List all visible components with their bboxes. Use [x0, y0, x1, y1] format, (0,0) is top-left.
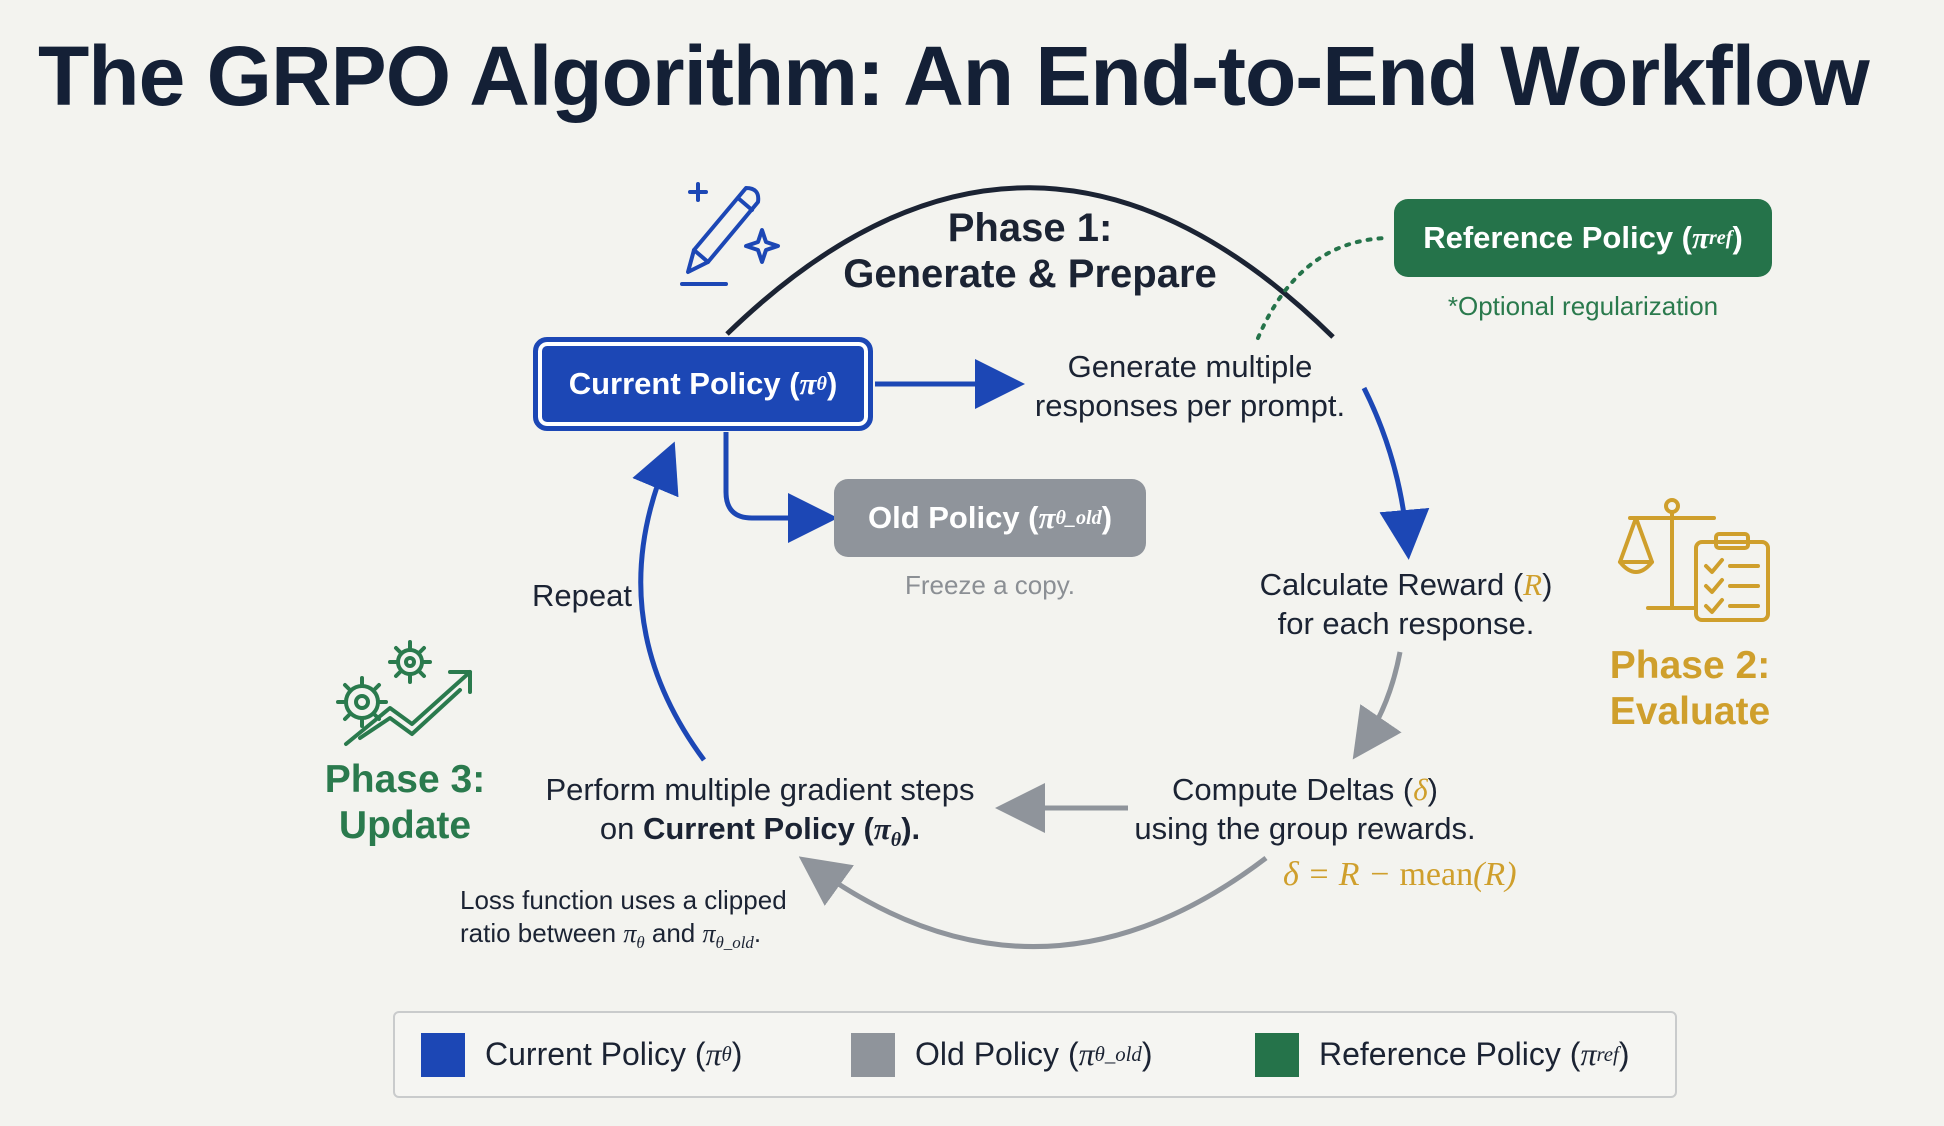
delta-formula-arg: (R)	[1473, 856, 1517, 893]
generate-line1: Generate multiple	[1067, 349, 1313, 384]
legend-symbol: π	[1078, 1036, 1095, 1072]
old-policy-close: )	[1101, 500, 1113, 535]
reward-step: Calculate Reward (R) for each response.	[1226, 565, 1586, 643]
phase1-arc	[725, 185, 1335, 339]
legend-close: )	[1618, 1036, 1630, 1072]
generate-line2: responses per prompt.	[1034, 388, 1346, 423]
loss-line2: ratio between πθ and πθ_old.	[460, 917, 787, 959]
current-policy-symbol: π	[799, 366, 817, 401]
reward-line2: for each response.	[1277, 606, 1535, 641]
phase3-heading: Phase 3: Update	[300, 757, 510, 849]
phase1-line2: Generate & Prepare	[843, 252, 1217, 296]
scales-clipboard-icon	[1618, 498, 1770, 622]
legend-sub: θ_old	[1094, 1042, 1142, 1066]
loss-sub2: θ_old	[715, 933, 754, 953]
loss-line2-pre: ratio between	[460, 918, 624, 948]
deltas-line1: Compute Deltas (δ)	[1110, 770, 1500, 809]
gradient-line1: Perform multiple gradient steps	[545, 772, 975, 807]
legend-label: Reference Policy (	[1319, 1036, 1581, 1072]
repeat-label: Repeat	[532, 578, 632, 613]
deltas-symbol: δ	[1413, 772, 1428, 807]
phase3-line2: Update	[338, 804, 472, 847]
delta-formula: δ = R − mean(R)	[1283, 856, 1517, 894]
arrow-current-to-old	[723, 432, 838, 543]
loss-sym2: π	[702, 919, 716, 948]
page-title: The GRPO Algorithm: An End-to-End Workfl…	[38, 29, 1870, 123]
arrow-generate-to-reward	[1361, 386, 1430, 560]
delta-formula-fn: mean	[1399, 856, 1474, 893]
repeat-arc	[632, 441, 707, 762]
current-policy-label: Current Policy (	[568, 366, 800, 401]
gears-growth-arrow-icon	[336, 640, 472, 746]
phase1-line1: Phase 1:	[947, 206, 1113, 250]
current-policy-close: )	[826, 366, 838, 401]
generate-step: Generate multiple responses per prompt.	[1010, 347, 1370, 425]
loss-mid: and	[644, 918, 703, 948]
loss-sub1: θ	[636, 933, 645, 953]
old-policy-label: Old Policy (	[867, 500, 1039, 535]
delta-formula-lhs: δ = R −	[1283, 856, 1400, 893]
reference-policy-symbol: π	[1692, 220, 1709, 255]
phase2-heading: Phase 2: Evaluate	[1580, 643, 1800, 735]
reward-line1: Calculate Reward (R)	[1226, 565, 1586, 604]
legend-close: )	[1141, 1036, 1153, 1072]
bottom-gray-arc	[798, 856, 1268, 950]
legend-sub: θ	[721, 1042, 732, 1066]
deltas-line2: using the group rewards.	[1134, 811, 1476, 846]
legend-label: Old Policy (	[915, 1036, 1079, 1072]
reference-dotted-link	[1256, 236, 1390, 340]
reference-policy-label: Reference Policy (	[1423, 220, 1693, 255]
legend-symbol: π	[1580, 1036, 1597, 1072]
deltas-line1-post: )	[1427, 772, 1438, 807]
deltas-step: Compute Deltas (δ) using the group rewar…	[1110, 770, 1500, 848]
gradient-step: Perform multiple gradient steps on Curre…	[520, 770, 1000, 860]
phase3-line1: Phase 3:	[324, 758, 486, 801]
loss-sym1: π	[623, 919, 637, 948]
reference-policy-note: *Optional regularization	[1447, 291, 1719, 321]
phase2-line1: Phase 2:	[1609, 644, 1771, 687]
current-policy-sub: θ	[816, 372, 827, 395]
gradient-symbol: π	[873, 811, 891, 846]
gradient-sub: θ	[890, 829, 902, 852]
arrow-reward-to-deltas	[1352, 651, 1403, 760]
reward-line1-post: )	[1542, 567, 1553, 602]
loss-line1: Loss function uses a clipped	[460, 885, 787, 915]
pen-sparkle-icon	[680, 182, 780, 286]
phase2-line2: Evaluate	[1609, 690, 1771, 733]
legend-swatch-current-policy	[421, 1032, 465, 1077]
legend-symbol: π	[705, 1036, 722, 1072]
legend-close: )	[731, 1036, 743, 1072]
reference-policy-close: )	[1732, 220, 1743, 255]
legend-swatch-reference-policy	[1255, 1032, 1299, 1077]
gradient-line2-pre: on	[599, 811, 643, 846]
old-policy-sub: θ_old	[1055, 506, 1102, 529]
reward-symbol: R	[1523, 567, 1543, 602]
gradient-line2-close: ).	[901, 811, 921, 846]
old-policy-note: Freeze a copy.	[904, 570, 1076, 600]
phase1-heading: Phase 1: Generate & Prepare	[780, 205, 1280, 297]
loss-end: .	[753, 918, 762, 948]
reward-line1-pre: Calculate Reward (	[1259, 567, 1524, 602]
old-policy-symbol: π	[1038, 500, 1056, 535]
loss-note: Loss function uses a clipped ratio betwe…	[460, 884, 787, 959]
legend-swatch-old-policy	[851, 1032, 895, 1077]
legend-sub: ref	[1596, 1042, 1619, 1066]
legend-label: Current Policy (	[485, 1036, 706, 1072]
reference-policy-sub: ref	[1708, 226, 1733, 249]
deltas-line1-pre: Compute Deltas (	[1172, 772, 1414, 807]
gradient-line2: on Current Policy (πθ).	[520, 809, 1000, 860]
gradient-line2-bold: Current Policy (	[642, 811, 874, 846]
